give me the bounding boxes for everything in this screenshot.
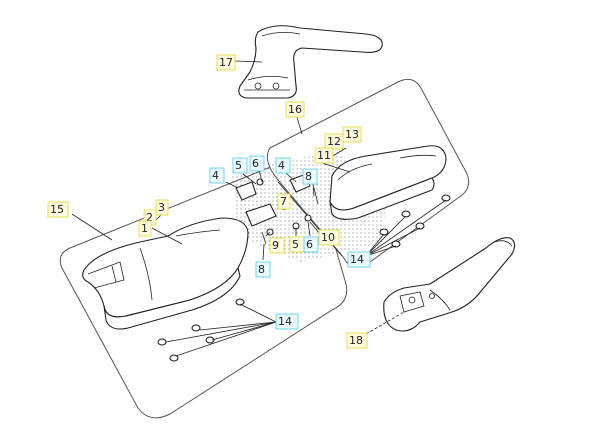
callout-c15: 15 [47,201,69,218]
callout-c6b: 6 [303,236,319,253]
callout-box [155,199,169,216]
callout-box [249,155,265,172]
callout-box [346,332,368,349]
grab-handle-part-17 [238,25,383,99]
callout-c5a: 5 [232,157,248,174]
callout-box [138,220,152,237]
washers-part-14-rear [379,194,451,248]
callout-c1: 1 [138,220,152,237]
callout-c4b: 4 [275,157,291,174]
callout-box [318,229,340,246]
callout-number: 3 [158,201,165,214]
callout-c14b: 14 [347,251,371,268]
callout-box [232,157,248,174]
callout-number: 4 [278,159,285,172]
callout-c10: 10 [318,229,340,246]
callout-box [209,167,225,184]
callout-number: 7 [280,195,287,208]
callout-number: 18 [349,334,363,347]
callout-number: 17 [219,56,233,69]
callout-box [347,251,371,268]
washers-part-14-front [157,298,245,362]
side-bracket-part-18 [383,237,516,332]
callout-box [269,237,285,254]
callout-box [302,168,318,185]
callout-c18: 18 [346,332,368,349]
callout-c14a: 14 [275,313,299,330]
callout-number: 2 [146,211,153,224]
callout-c6a: 6 [249,155,265,172]
callout-c3: 3 [155,199,169,216]
front-seat-part-1 [82,217,249,330]
callout-number: 10 [321,231,335,244]
callout-number: 9 [272,239,279,252]
callout-number: 8 [258,263,265,276]
callout-box [216,54,236,71]
callout-c8a: 8 [302,168,318,185]
callout-number: 11 [317,149,331,162]
callout-number: 4 [212,169,219,182]
callout-number: 14 [278,315,292,328]
callout-c7: 7 [277,193,291,210]
callout-number: 8 [305,170,312,183]
callout-number: 6 [252,157,259,170]
callout-number: 1 [141,222,148,235]
callout-box [324,133,344,150]
callout-c16: 16 [285,101,305,118]
callout-box [275,157,291,174]
callout-c9: 9 [269,237,285,254]
rear-seat-part-11 [329,145,447,220]
callout-number: 6 [306,238,313,251]
callout-number: 14 [350,253,364,266]
callout-c13: 13 [342,126,362,143]
callout-number: 16 [288,103,302,116]
callout-c5b: 5 [289,236,305,253]
callout-box [314,147,334,164]
callout-c4a: 4 [209,167,225,184]
callout-c8b: 8 [255,261,271,278]
callout-number: 13 [345,128,359,141]
callout-c17: 17 [216,54,236,71]
callout-c12: 12 [324,133,344,150]
callout-box [277,193,291,210]
callout-box [285,101,305,118]
callout-box [303,236,319,253]
callout-number: 5 [292,238,299,251]
callout-box [275,313,299,330]
callout-number: 15 [50,203,64,216]
leader-lines [71,60,447,357]
callout-number: 5 [235,159,242,172]
callout-c11: 11 [314,147,334,164]
callout-number: 12 [327,135,341,148]
callout-box [255,261,271,278]
callout-box [47,201,69,218]
